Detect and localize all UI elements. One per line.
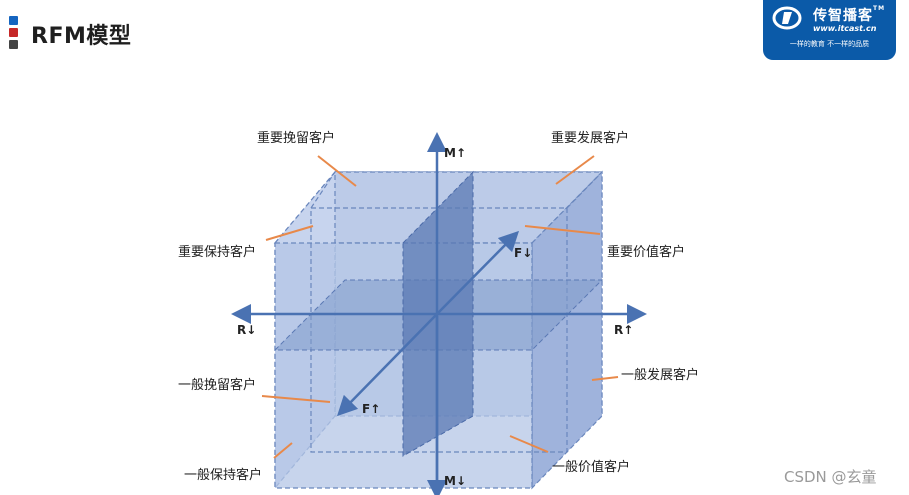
- segment-important-value: 重要价值客户: [607, 244, 685, 260]
- brand-name: 传智播客TM: [813, 5, 886, 24]
- segment-general-value: 一般价值客户: [552, 459, 630, 475]
- axis-label-r-right: R↑: [614, 323, 633, 337]
- f-axis-front: [337, 313, 438, 417]
- axis-label-r-left: R↓: [237, 323, 256, 337]
- segment-important-retain: 重要挽留客户: [257, 130, 335, 146]
- segment-general-develop: 一般发展客户: [621, 367, 699, 383]
- segment-general-retain: 一般挽留客户: [178, 377, 256, 393]
- leader-lines: [261, 155, 619, 459]
- axis-label-f-down: F↓: [514, 246, 532, 260]
- watermark: CSDN @玄童: [784, 468, 877, 486]
- inner-edge-1: [310, 171, 336, 209]
- inner-cube-outline: [310, 207, 568, 453]
- axis-label-f-up: F↑: [362, 402, 380, 416]
- brand-slogan: 一样的教育 不一样的品质: [789, 40, 870, 48]
- f-axis-back: [436, 230, 520, 315]
- axis-label-m-up: M↑: [444, 146, 466, 160]
- brand-mark-icon: [772, 6, 802, 30]
- segment-important-keep: 重要保持客户: [178, 244, 256, 260]
- marker-red: [9, 28, 18, 37]
- marker-blue: [9, 16, 18, 25]
- segment-important-develop: 重要发展客户: [551, 130, 629, 146]
- brand-url: www.itcast.cn: [813, 24, 877, 33]
- title-marker: [9, 16, 18, 49]
- axes: [231, 132, 647, 495]
- segment-general-keep: 一般保持客户: [184, 467, 262, 483]
- brand-logo: 传智播客TM www.itcast.cn 一样的教育 不一样的品质: [763, 0, 896, 60]
- inner-edge-2: [566, 171, 603, 209]
- page-title: RFM模型: [31, 24, 132, 49]
- marker-gray: [9, 40, 18, 49]
- axis-label-m-down: M↓: [444, 474, 466, 488]
